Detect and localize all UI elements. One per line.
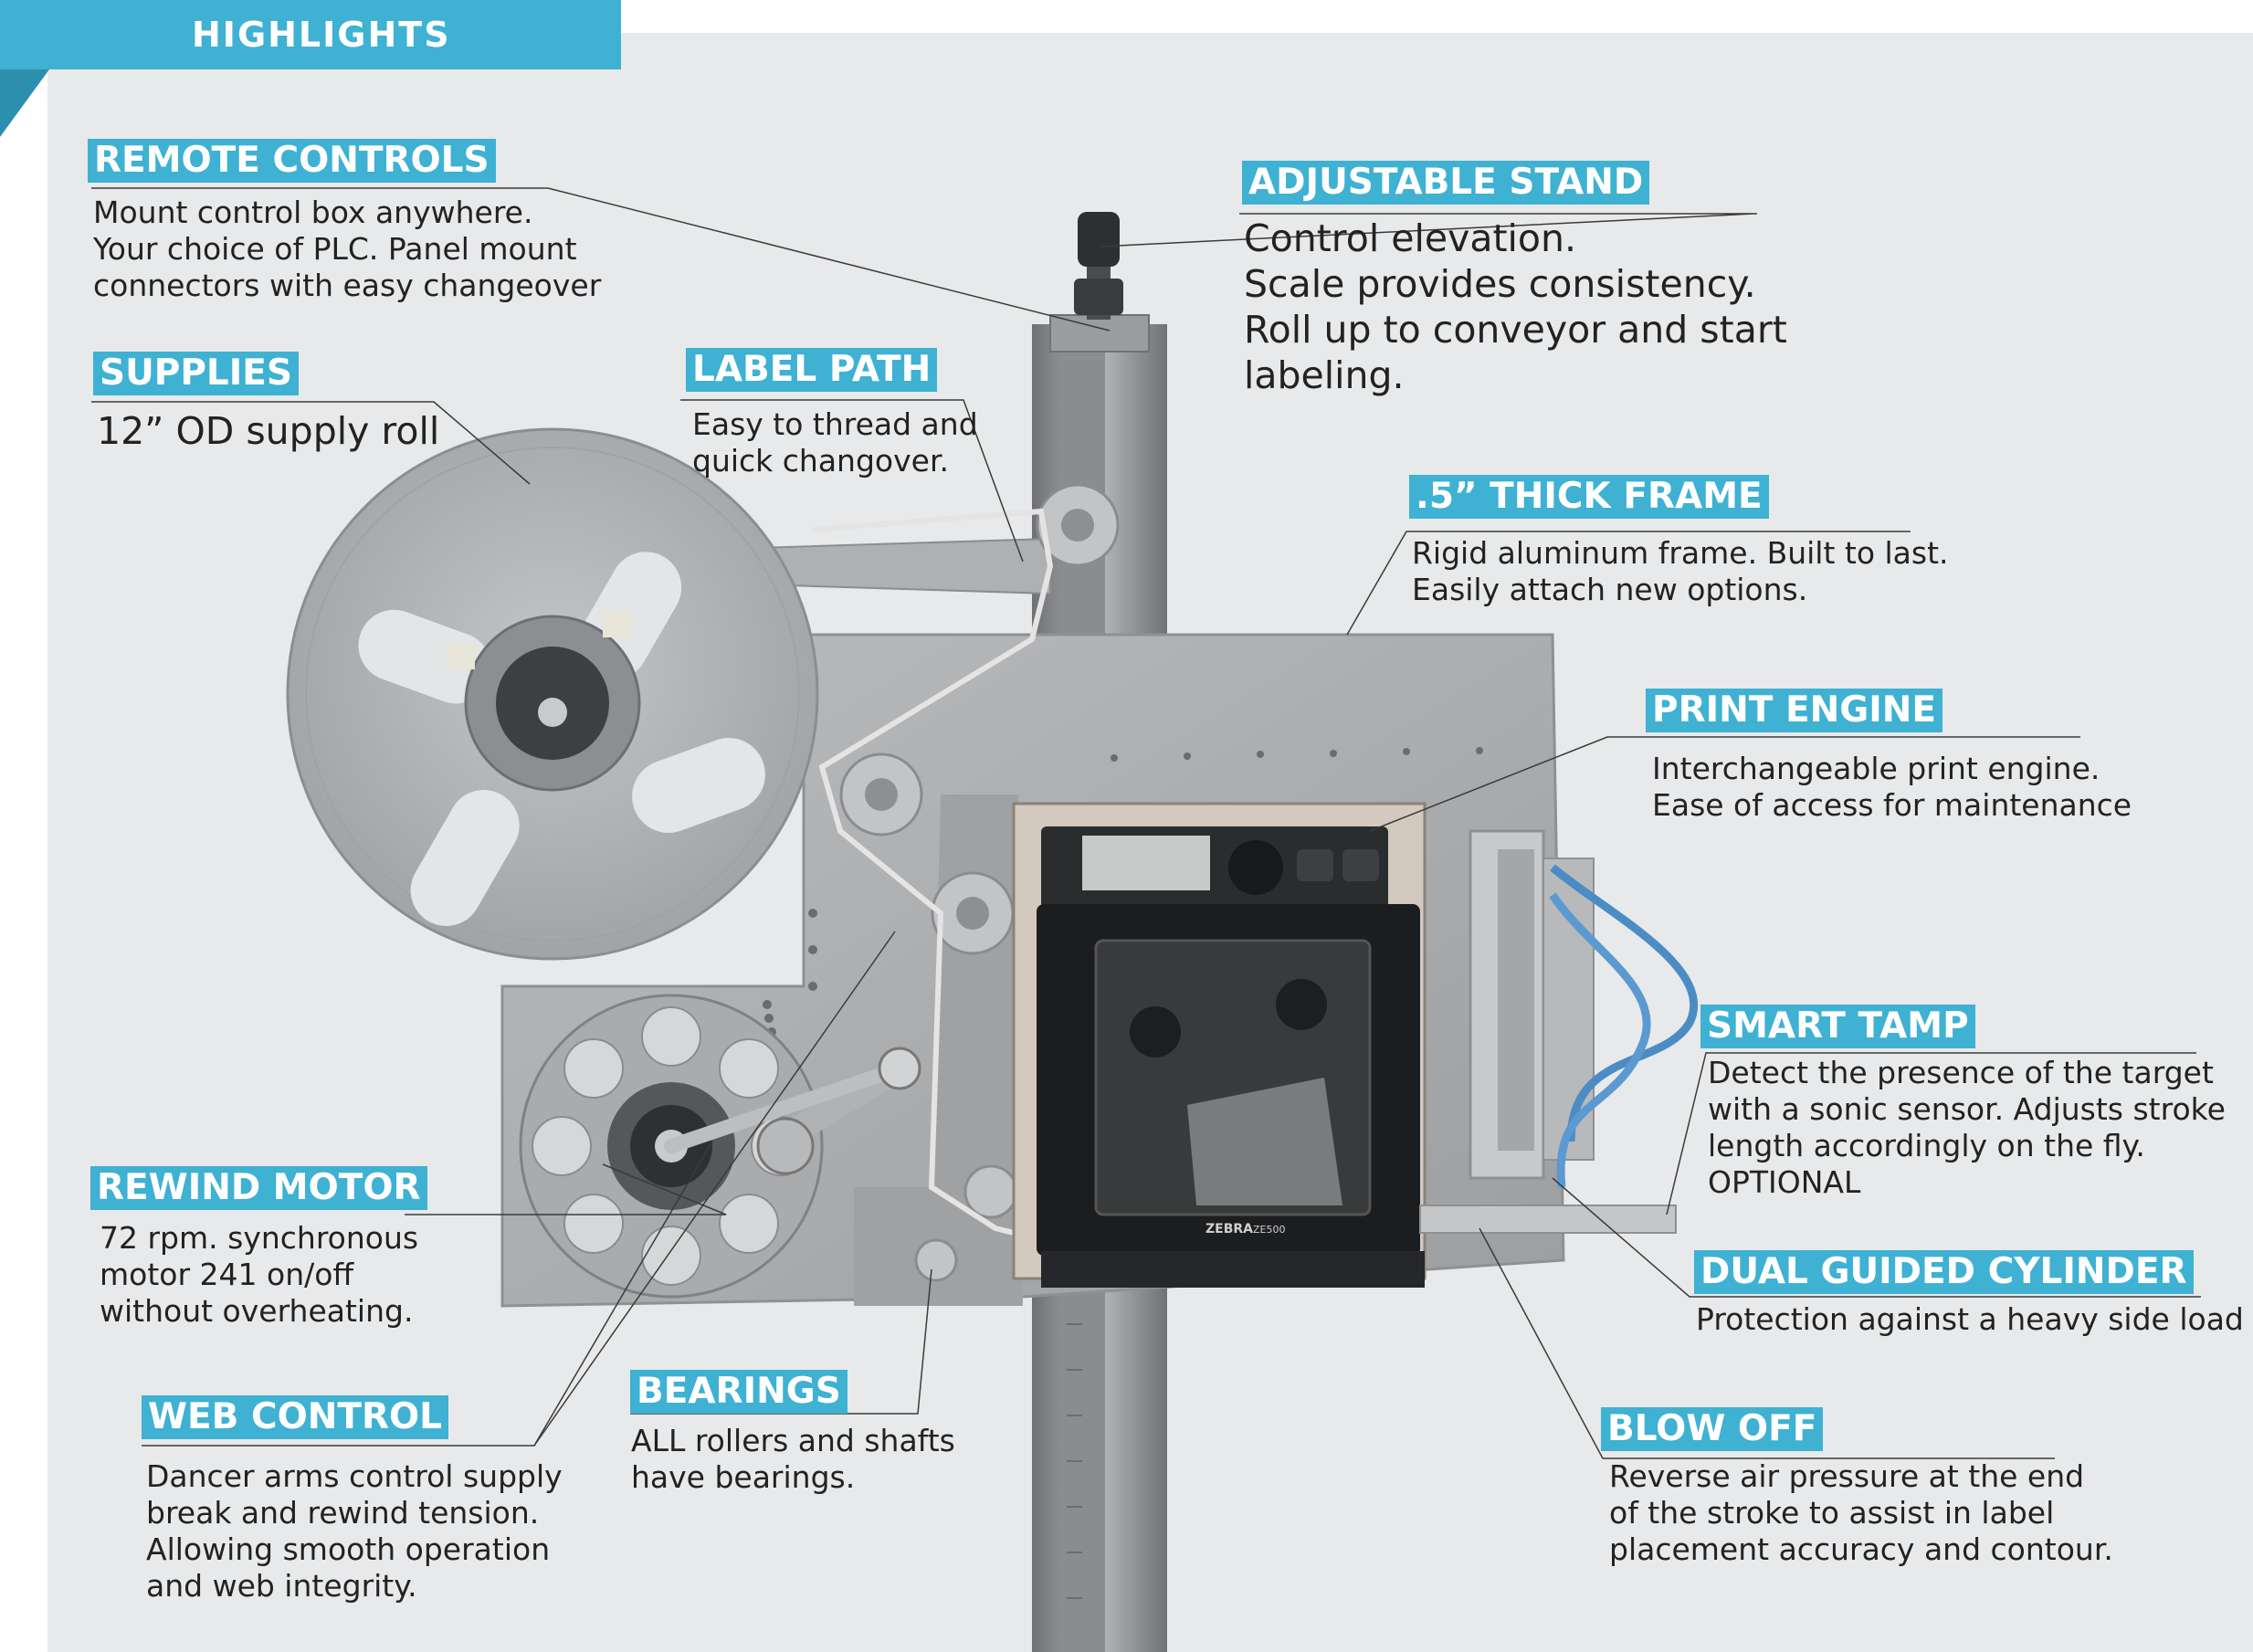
printer-model: ZE500 bbox=[1253, 1224, 1285, 1236]
callout-title-thick-frame: .5” THICK FRAME bbox=[1409, 475, 1769, 519]
callout-title-blow-off: BLOW OFF bbox=[1601, 1407, 1824, 1451]
printer-brand: ZEBRA bbox=[1205, 1222, 1253, 1236]
callout-desc-print-engine: Interchangeable print engine. Ease of ac… bbox=[1652, 751, 2132, 824]
print-engine-unit: ZEBRA ZE500 bbox=[1012, 802, 1427, 1288]
label-web bbox=[812, 508, 1054, 1245]
callout-desc-dual-guided-cylinder: Protection against a heavy side load bbox=[1696, 1301, 2244, 1338]
desc-line: Reverse air pressure at the end bbox=[1609, 1458, 2085, 1494]
callout-desc-rewind-motor: 72 rpm. synchronous motor 241 on/off wit… bbox=[100, 1220, 418, 1330]
desc-line: break and rewind tension. bbox=[146, 1495, 540, 1531]
callout-title-smart-tamp: SMART TAMP bbox=[1700, 1005, 1975, 1048]
desc-line: Allowing smooth operation bbox=[146, 1531, 551, 1567]
desc-line: Easily attach new options. bbox=[1412, 572, 1808, 607]
stand-handle bbox=[1049, 212, 1150, 352]
callout-title-supplies: SUPPLIES bbox=[93, 352, 300, 395]
desc-line: 72 rpm. synchronous bbox=[100, 1220, 419, 1256]
desc-line: without overheating. bbox=[100, 1293, 414, 1329]
supply-reel bbox=[286, 427, 819, 961]
callout-title-rewind-motor: REWIND MOTOR bbox=[90, 1166, 427, 1210]
callout-desc-smart-tamp: Detect the presence of the target with a… bbox=[1708, 1055, 2226, 1201]
callout-title-web-control: WEB CONTROL bbox=[142, 1395, 449, 1439]
callout-desc-label-path: Easy to thread and quick changover. bbox=[692, 406, 978, 479]
callout-title-remote-controls: REMOTE CONTROLS bbox=[88, 139, 496, 183]
desc-line: Protection against a heavy side load bbox=[1696, 1301, 2244, 1337]
desc-line: Detect the presence of the target bbox=[1708, 1055, 2214, 1090]
callout-desc-supplies: 12” OD supply roll bbox=[97, 408, 439, 454]
callout-desc-adjustable-stand: Control elevation. Scale provides consis… bbox=[1244, 216, 1787, 398]
desc-line: connectors with easy changeover bbox=[93, 268, 602, 303]
callout-desc-blow-off: Reverse air pressure at the end of the s… bbox=[1609, 1458, 2113, 1568]
desc-line: have bearings. bbox=[631, 1459, 856, 1495]
callout-title-bearings: BEARINGS bbox=[630, 1370, 848, 1414]
callout-desc-web-control: Dancer arms control supply break and rew… bbox=[146, 1458, 563, 1605]
callout-desc-remote-controls: Mount control box anywhere. Your choice … bbox=[93, 195, 601, 304]
desc-line: placement accuracy and contour. bbox=[1609, 1531, 2113, 1567]
callout-title-adjustable-stand: ADJUSTABLE STAND bbox=[1242, 161, 1650, 205]
callout-title-print-engine: PRINT ENGINE bbox=[1646, 689, 1943, 732]
desc-line: Easy to thread and bbox=[692, 406, 978, 442]
callout-title-label-path: LABEL PATH bbox=[686, 348, 938, 392]
callout-title-dual-guided-cylinder: DUAL GUIDED CYLINDER bbox=[1694, 1250, 2194, 1294]
callout-desc-thick-frame: Rigid aluminum frame. Built to last. Eas… bbox=[1412, 535, 1949, 608]
desc-line: 12” OD supply roll bbox=[97, 409, 440, 453]
desc-line: ALL rollers and shafts bbox=[631, 1423, 955, 1458]
desc-line: Roll up to conveyor and start bbox=[1244, 308, 1787, 352]
desc-line: length accordingly on the fly. bbox=[1708, 1128, 2145, 1163]
desc-line: with a sonic sensor. Adjusts stroke bbox=[1708, 1091, 2226, 1127]
desc-line: labeling. bbox=[1244, 353, 1405, 397]
callout-desc-bearings: ALL rollers and shafts have bearings. bbox=[631, 1423, 955, 1496]
desc-line: Scale provides consistency. bbox=[1244, 262, 1756, 306]
highlights-banner: HIGHLIGHTS bbox=[0, 0, 621, 69]
banner-title: HIGHLIGHTS bbox=[192, 15, 451, 55]
desc-line: OPTIONAL bbox=[1708, 1164, 1861, 1200]
desc-line: Dancer arms control supply bbox=[146, 1458, 563, 1494]
desc-line: quick changover. bbox=[692, 443, 949, 479]
desc-line: motor 241 on/off bbox=[100, 1257, 354, 1292]
desc-line: Your choice of PLC. Panel mount bbox=[93, 231, 577, 267]
desc-line: and web integrity. bbox=[146, 1568, 417, 1604]
desc-line: of the stroke to assist in label bbox=[1609, 1495, 2055, 1531]
desc-line: Rigid aluminum frame. Built to last. bbox=[1412, 535, 1949, 571]
desc-line: Ease of access for maintenance bbox=[1652, 787, 2132, 823]
desc-line: Control elevation. bbox=[1244, 216, 1577, 260]
banner-fold bbox=[0, 69, 49, 137]
desc-line: Mount control box anywhere. bbox=[93, 195, 533, 230]
desc-line: Interchangeable print engine. bbox=[1652, 751, 2100, 786]
